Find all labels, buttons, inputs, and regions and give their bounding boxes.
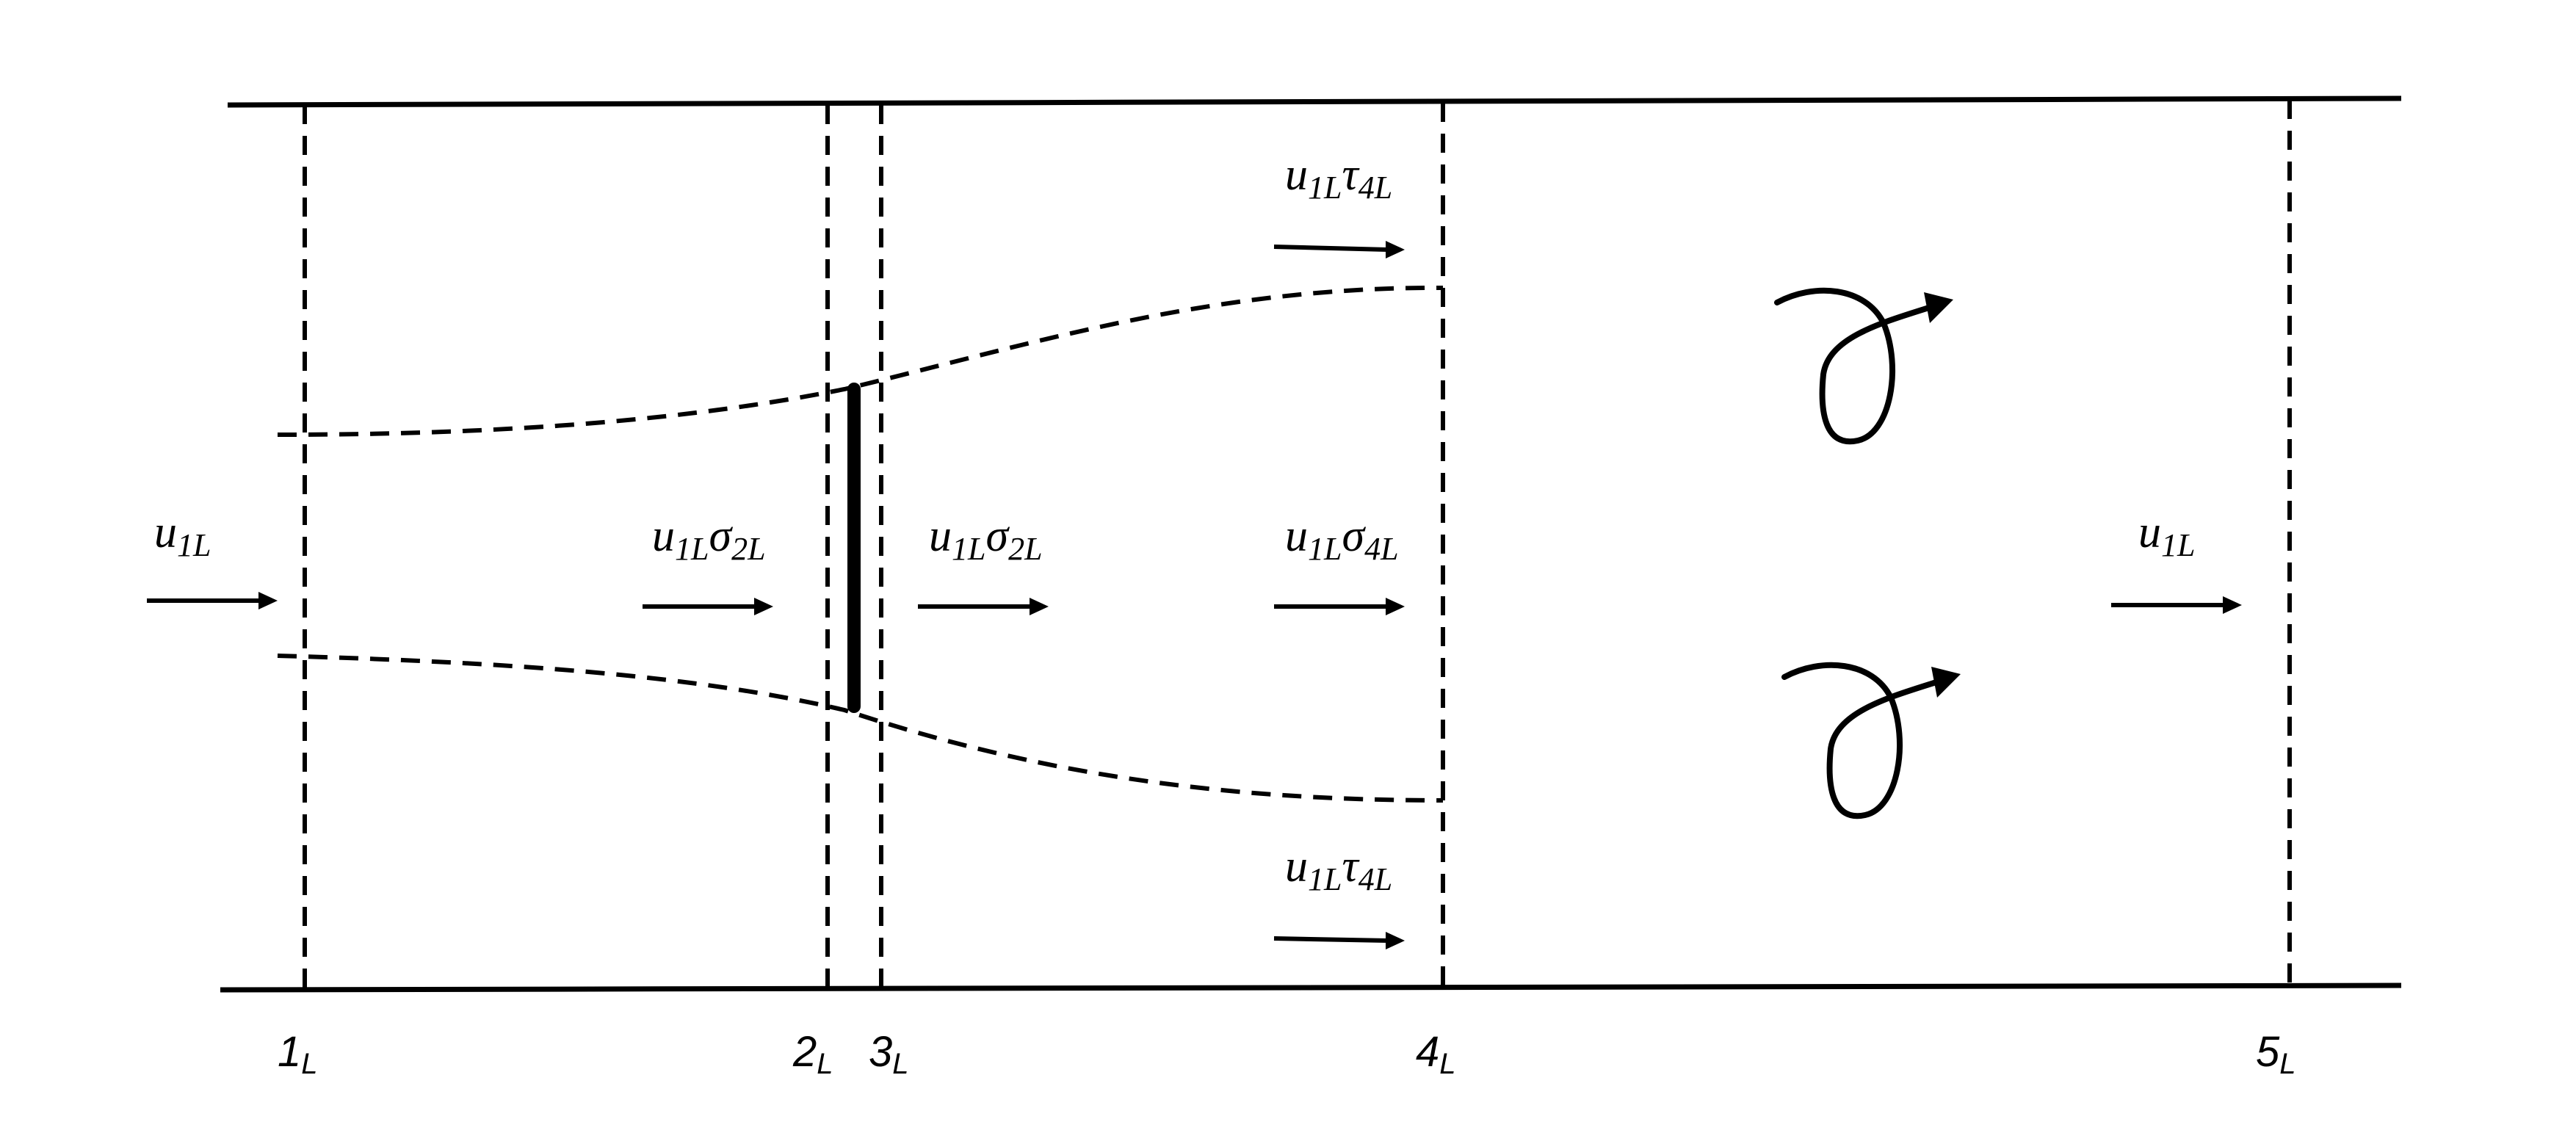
label-wake-core: u1Lσ4L — [1285, 511, 1399, 567]
station-label-3: 3L — [869, 1028, 909, 1080]
arrow-inflow — [147, 592, 278, 609]
streamtube-upper — [277, 285, 1444, 437]
arrow-bypass-top — [1273, 241, 1405, 258]
arrow-before-disk — [643, 598, 773, 615]
label-inflow: u1L — [154, 507, 211, 563]
arrow-wake-core — [1274, 598, 1405, 615]
swirl-lower-icon — [1781, 662, 1961, 819]
label-bypass-bottom: u1Lτ4L — [1285, 842, 1392, 897]
top-wall — [227, 95, 2402, 108]
label-bypass-top: u1Lτ4L — [1285, 150, 1392, 206]
station-label-4: 4L — [1416, 1028, 1456, 1080]
station-label-2: 2L — [792, 1028, 833, 1080]
label-after-disk: u1Lσ2L — [929, 511, 1043, 567]
arrow-bypass-bottom — [1273, 932, 1405, 949]
streamtube-lower — [277, 654, 1444, 803]
station-label-1: 1L — [278, 1028, 318, 1080]
label-outflow: u1L — [2138, 507, 2195, 563]
arrow-outflow — [2111, 596, 2242, 614]
swirl-upper-icon — [1774, 287, 1953, 445]
label-before-disk: u1Lσ2L — [652, 511, 766, 567]
bottom-wall — [220, 982, 2402, 993]
arrow-after-disk — [918, 598, 1049, 615]
station-label-5: 5L — [2256, 1028, 2296, 1080]
